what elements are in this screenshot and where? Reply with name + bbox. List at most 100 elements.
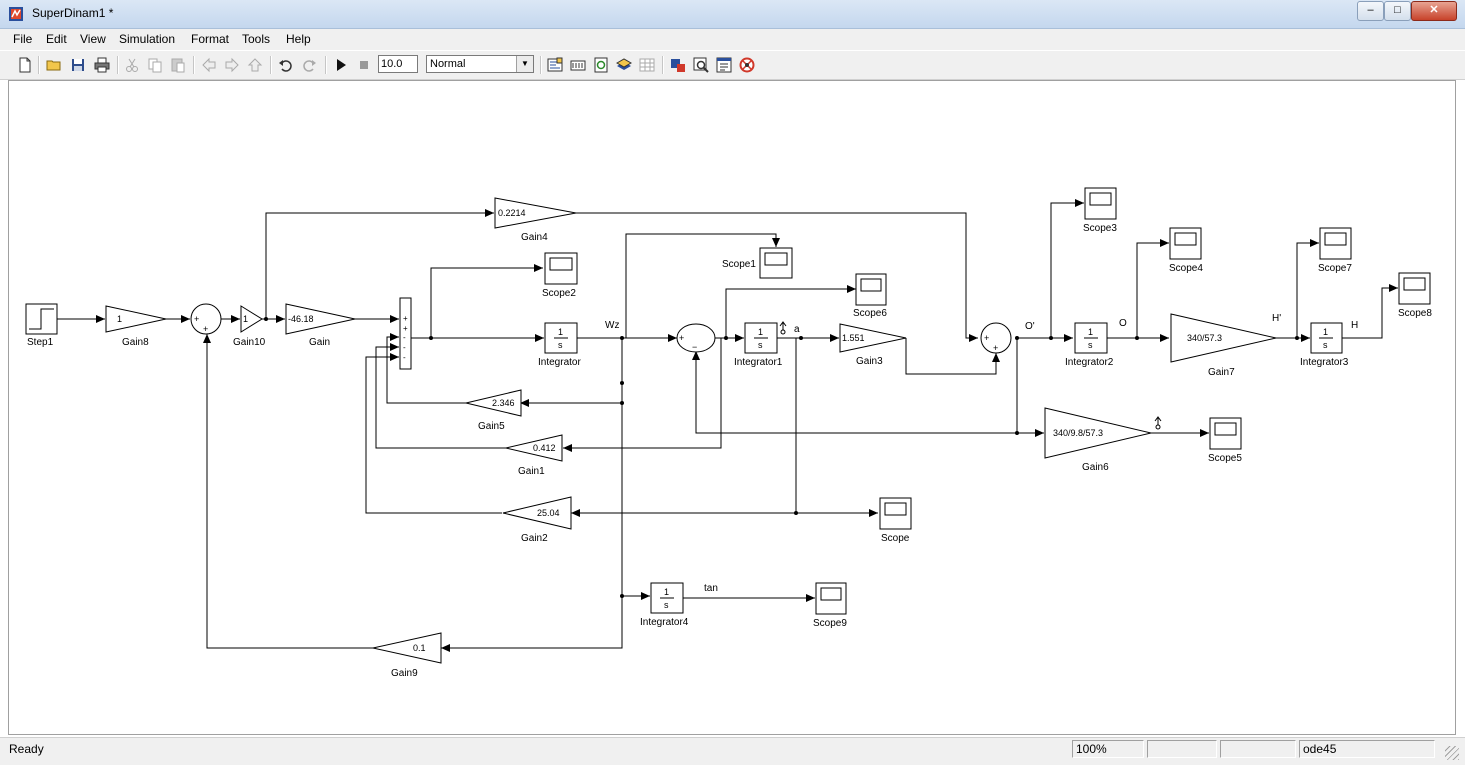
menu-format[interactable]: Format: [191, 32, 230, 46]
sum-block[interactable]: + +: [190, 303, 222, 335]
integrator2-block[interactable]: 1 s Integrator2: [1065, 322, 1114, 368]
gain7-block[interactable]: 340/57.3 Gain7: [1170, 313, 1277, 378]
gain9-block[interactable]: 0.1 Gain9: [372, 632, 442, 679]
grid-icon: [639, 58, 655, 72]
library-browser-button[interactable]: [615, 56, 633, 74]
stop-time-input[interactable]: [378, 55, 418, 73]
solver-indicator: ode45: [1299, 740, 1435, 758]
open-button[interactable]: [45, 56, 63, 74]
scope4-block[interactable]: Scope4: [1169, 227, 1203, 274]
update-diagram-button[interactable]: [546, 56, 564, 74]
up-button[interactable]: [246, 56, 264, 74]
block-label: Scope9: [813, 618, 847, 629]
gain1-block[interactable]: 0.412 Gain1: [505, 434, 563, 477]
integrator1-block[interactable]: 1 s Integrator1: [734, 322, 783, 368]
copy-icon: [148, 58, 162, 73]
gain6-block[interactable]: 340/9.8/57.3 Gain6: [1044, 407, 1152, 473]
menu-file[interactable]: File: [13, 32, 33, 46]
gain4-block[interactable]: 0.2214 Gain4: [494, 197, 577, 243]
resize-grip-icon[interactable]: [1445, 746, 1459, 760]
folder-open-icon: [46, 60, 61, 71]
back-button[interactable]: [200, 56, 218, 74]
block-label: Gain5: [478, 421, 505, 432]
settings-button[interactable]: [738, 56, 756, 74]
signal-lines: [57, 199, 1398, 652]
menu-view[interactable]: View: [80, 32, 106, 46]
gain8-block[interactable]: 1 Gain8: [105, 305, 167, 348]
integrator3-block[interactable]: 1 s Integrator3: [1300, 322, 1349, 368]
block-diagram[interactable]: Step1 1 Gain8 + + 1 Gain10 -46.18 Gain: [9, 81, 1456, 735]
copy-button[interactable]: [146, 56, 164, 74]
maximize-button[interactable]: □: [1384, 1, 1411, 21]
sum3-block[interactable]: + +: [980, 322, 1012, 354]
svg-text:+: +: [194, 314, 199, 324]
chevron-down-icon[interactable]: ▼: [516, 56, 533, 72]
menu-simulation[interactable]: Simulation: [119, 32, 176, 46]
scope3-block[interactable]: Scope3: [1083, 187, 1117, 234]
debug-button[interactable]: [669, 56, 687, 74]
svg-text:-: -: [403, 353, 406, 362]
status-panel: [1220, 740, 1296, 758]
model-canvas[interactable]: Step1 1 Gain8 + + 1 Gain10 -46.18 Gain: [8, 80, 1456, 735]
block-label: Scope4: [1169, 263, 1203, 274]
sum2-block[interactable]: + −: [676, 323, 716, 353]
svg-text:s: s: [1088, 340, 1093, 350]
undo-button[interactable]: [277, 56, 295, 74]
menu-edit[interactable]: Edit: [46, 32, 67, 46]
forward-button[interactable]: [223, 56, 241, 74]
gain-value: 0.1: [413, 643, 426, 653]
gain-block[interactable]: -46.18 Gain: [285, 303, 356, 348]
scope9-block[interactable]: Scope9: [813, 582, 847, 629]
block-label: Gain7: [1208, 367, 1235, 378]
gain-value: 0.412: [533, 443, 556, 453]
svg-text:+: +: [679, 333, 684, 343]
block-label: Gain2: [521, 533, 548, 544]
scope-block[interactable]: Scope: [879, 497, 912, 544]
block-label: Integrator2: [1065, 357, 1114, 368]
diagram-icon: [547, 57, 563, 72]
save-button[interactable]: [69, 56, 87, 74]
scope7-block[interactable]: Scope7: [1318, 227, 1352, 274]
minimize-button[interactable]: –: [1357, 1, 1384, 21]
svg-text:-: -: [403, 333, 406, 342]
model-explorer-button[interactable]: [638, 56, 656, 74]
svg-text:+: +: [984, 333, 989, 343]
printer-icon: [94, 57, 110, 73]
scope6-block[interactable]: Scope6: [853, 273, 887, 319]
menu-tools[interactable]: Tools: [242, 32, 271, 46]
find-button[interactable]: [692, 56, 710, 74]
gain-value: 25.04: [537, 508, 560, 518]
cut-button[interactable]: [123, 56, 141, 74]
gain-value: 1: [117, 314, 122, 324]
scope1-block[interactable]: Scope1: [722, 247, 793, 279]
simulation-mode-select[interactable]: Normal ▼: [426, 55, 534, 73]
gain10-block[interactable]: 1 Gain10: [233, 305, 266, 348]
close-button[interactable]: ✕: [1411, 1, 1457, 21]
multi-sum-block[interactable]: + + - - -: [399, 297, 412, 370]
start-simulation-button[interactable]: [332, 56, 350, 74]
integrator4-block[interactable]: 1 s Integrator4: [640, 582, 689, 628]
refresh-button[interactable]: [592, 56, 610, 74]
menu-help[interactable]: Help: [286, 32, 311, 46]
integrator-block[interactable]: 1 s Integrator: [538, 322, 581, 368]
paste-button[interactable]: [169, 56, 187, 74]
scope5-block[interactable]: Scope5: [1208, 417, 1242, 464]
print-button[interactable]: [93, 56, 111, 74]
scope2-block[interactable]: Scope2: [542, 252, 578, 299]
profile-button[interactable]: [715, 56, 733, 74]
redo-button[interactable]: [300, 56, 318, 74]
gain-value: 2.346: [492, 398, 515, 408]
gain5-block[interactable]: 2.346 Gain5: [465, 389, 522, 432]
gain2-block[interactable]: 25.04 Gain2: [502, 496, 572, 544]
svg-text:1: 1: [558, 327, 563, 337]
build-button[interactable]: [569, 56, 587, 74]
block-label: Scope1: [722, 259, 756, 270]
gain3-block[interactable]: 1.551 Gain3: [839, 323, 907, 367]
new-model-button[interactable]: [16, 56, 34, 74]
scope8-block[interactable]: Scope8: [1398, 272, 1432, 319]
svg-text:-: -: [403, 343, 406, 352]
step-block[interactable]: Step1: [25, 303, 58, 348]
stop-simulation-button[interactable]: [355, 56, 373, 74]
svg-text:+: +: [403, 324, 408, 333]
block-label: Gain6: [1082, 462, 1109, 473]
